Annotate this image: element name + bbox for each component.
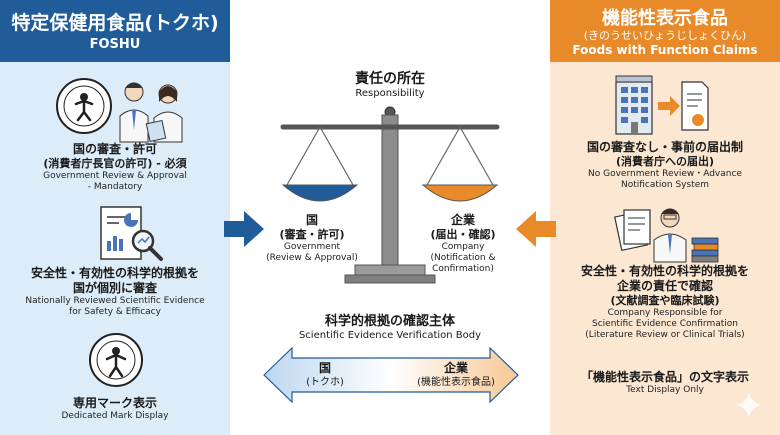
foshu-evidence-en: Nationally Reviewed Scientific Evidence	[25, 296, 205, 306]
foshu-subtitle: FOSHU	[89, 37, 141, 52]
ffc-text-display-jp: 「機能性表示食品」の文字表示	[580, 370, 749, 384]
arrow-government-label: 国 (トクホ)	[290, 361, 360, 390]
arrow-government-sub: (トクホ)	[306, 377, 344, 388]
ffc-evidence-en: Company Responsible for	[607, 308, 723, 318]
verification-title: 科学的根拠の確認主体	[324, 314, 455, 329]
ffc-header: 機能性表示食品 (きのうせいひょうじしょくひん) Foods with Func…	[550, 0, 780, 62]
document-magnifier-icon	[100, 206, 163, 261]
foshu-approval-en-sub: - Mandatory	[87, 182, 143, 192]
balance-scale-icon	[280, 106, 500, 284]
company-pan-label: 企業 (届出・確認) Company (Notification & Confi…	[408, 213, 518, 275]
foshu-evidence-jp-sub: 国が個別に審査	[72, 281, 157, 295]
foshu-mark-icon	[89, 333, 143, 387]
foshu-title: 特定保健用食品(トクホ)	[11, 12, 219, 34]
company-label-jp-sub: (届出・確認)	[430, 228, 496, 241]
responsibility-title-en: Responsibility	[355, 88, 425, 99]
ffc-notification-en: No Government Review・Advance	[588, 169, 742, 179]
ffc-item-text-display: 「機能性表示食品」の文字表示 Text Display Only	[550, 370, 780, 396]
ffc-item-evidence: 安全性・有効性の科学的根拠を 企業の責任で確認 (文献調査や臨床試験) Comp…	[550, 264, 780, 341]
arrow-company-label: 企業 (機能性表示食品)	[406, 361, 506, 390]
government-pan-label: 国 (審査・許可) Government (Review & Approval)	[252, 213, 372, 264]
arrow-left-icon	[516, 211, 556, 247]
arrow-company-jp: 企業	[443, 361, 468, 375]
government-label-en: Government	[283, 242, 341, 252]
foshu-mark-en: Dedicated Mark Display	[61, 411, 169, 421]
verification-heading: 科学的根拠の確認主体 Scientific Evidence Verificat…	[230, 313, 550, 342]
ffc-evidence-en-sub2: (Literature Review or Clinical Trials)	[585, 330, 745, 340]
foshu-approval-jp: 国の審査・許可	[72, 142, 157, 156]
ffc-evidence-jp: 安全性・有効性の科学的根拠を	[580, 264, 749, 278]
double-arrow-icon	[263, 346, 519, 404]
company-label-en-sub: (Notification &	[430, 253, 496, 263]
seal-and-officials-illustration	[56, 78, 183, 143]
ffc-subtitle-kana: (きのうせいひょうじしょくひん)	[583, 29, 747, 42]
government-label-jp: 国	[305, 213, 318, 227]
foshu-mark-jp: 専用マーク表示	[72, 396, 157, 410]
government-label-jp-sub: (審査・許可)	[279, 228, 345, 241]
ffc-text-display-en: Text Display Only	[626, 385, 704, 395]
ffc-title: 機能性表示食品	[602, 8, 728, 29]
responsibility-heading: 責任の所在 Responsibility	[230, 70, 550, 100]
company-label-en: Company	[441, 242, 485, 252]
arrow-right-icon	[224, 211, 264, 247]
foshu-item-evidence: 安全性・有効性の科学的根拠を 国が個別に審査 Nationally Review…	[0, 266, 230, 318]
sparkle-icon	[736, 392, 762, 418]
ffc-evidence-jp-sub: 企業の責任で確認	[616, 279, 713, 293]
arrow-government-jp: 国	[318, 361, 331, 375]
responsibility-title: 責任の所在	[355, 71, 425, 87]
ffc-subtitle-en: Foods with Function Claims	[572, 43, 758, 57]
verification-title-en: Scientific Evidence Verification Body	[298, 330, 482, 341]
ffc-item-notification: 国の審査なし・事前の届出制 (消費者庁への届出) No Government R…	[550, 140, 780, 191]
foshu-header: 特定保健用食品(トクホ) FOSHU	[0, 0, 230, 62]
ffc-notification-en-sub: Notification System	[620, 180, 710, 190]
researcher-documents-icon	[614, 208, 719, 263]
foshu-item-mark: 専用マーク表示 Dedicated Mark Display	[0, 396, 230, 422]
company-label-en-sub2: Confirmation)	[432, 264, 494, 274]
ffc-notification-jp: 国の審査なし・事前の届出制	[586, 140, 743, 154]
foshu-evidence-en-sub: for Safety & Efficacy	[69, 307, 161, 317]
arrow-company-sub: (機能性表示食品)	[417, 377, 495, 388]
foshu-item-approval: 国の審査・許可 (消費者庁長官の許可) - 必須 Government Revi…	[0, 142, 230, 193]
foshu-approval-jp-sub: (消費者庁長官の許可) - 必須	[43, 157, 187, 170]
government-label-en-sub: (Review & Approval)	[266, 253, 358, 263]
foshu-approval-en: Government Review & Approval	[43, 171, 187, 181]
building-notification-icon	[615, 75, 709, 135]
ffc-evidence-method: (文献調査や臨床試験)	[610, 294, 720, 307]
company-label-jp: 企業	[450, 213, 475, 227]
ffc-evidence-en-sub: Scientific Evidence Confirmation	[592, 319, 738, 329]
ffc-notification-jp-sub: (消費者庁への届出)	[615, 155, 715, 168]
foshu-evidence-jp: 安全性・有効性の科学的根拠を	[30, 266, 199, 280]
